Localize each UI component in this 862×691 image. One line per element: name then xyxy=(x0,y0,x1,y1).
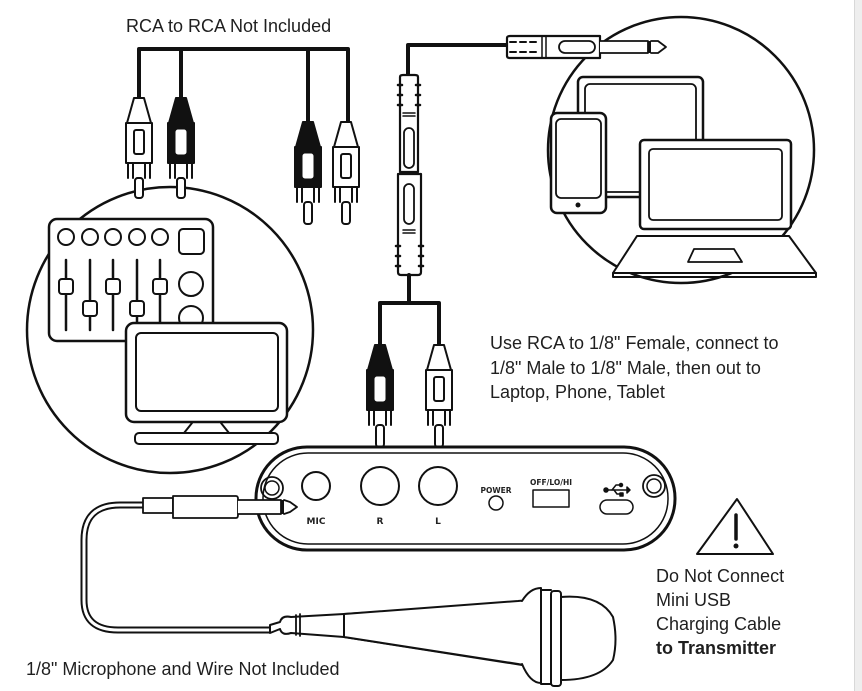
rca-plug-white-right-top xyxy=(332,121,360,225)
instruction-line-3: Laptop, Phone, Tablet xyxy=(490,382,665,402)
usb-icon xyxy=(603,482,631,497)
rca-to-rca-cable xyxy=(137,47,350,124)
rca-cable-note: RCA to RCA Not Included xyxy=(126,16,332,36)
screw-left-icon xyxy=(260,476,284,500)
rca-plug-white-left-top xyxy=(125,97,153,199)
right-port-label: R xyxy=(377,517,384,527)
transmitter-device: MIC R L POWER OFF/LO/HI xyxy=(254,445,677,552)
instruction-line-1: Use RCA to 1/8" Female, connect to xyxy=(490,333,779,353)
rca-plug-white-bottom xyxy=(425,344,453,448)
microphone-icon xyxy=(269,587,617,687)
warning-line-3: Charging Cable xyxy=(656,614,782,634)
laptop-icon xyxy=(612,138,817,278)
left-rca-jack[interactable] xyxy=(418,466,458,506)
audio-mixer-icon xyxy=(47,217,215,343)
power-led xyxy=(488,495,504,511)
eighth-inch-male-plug-top xyxy=(406,34,667,124)
rca-plug-black-right-top xyxy=(294,121,322,225)
power-label: POWER xyxy=(480,486,511,495)
mic-note: 1/8" Microphone and Wire Not Included xyxy=(26,659,340,679)
left-port-label: L xyxy=(435,517,441,527)
mic-jack[interactable] xyxy=(301,471,331,501)
phone-icon xyxy=(549,111,608,215)
mic-port-label: MIC xyxy=(307,517,326,527)
warning-line-4: to Transmitter xyxy=(656,638,777,658)
microphone-cable xyxy=(80,495,298,634)
power-switch[interactable] xyxy=(532,489,570,508)
warning-line-2: Mini USB xyxy=(656,590,732,610)
scrollbar[interactable] xyxy=(854,0,862,691)
instruction-line-2: 1/8" Male to 1/8" Male, then out to xyxy=(490,358,761,378)
micro-usb-port[interactable] xyxy=(599,499,634,515)
rca-to-eighth-inch-adapter xyxy=(378,73,441,347)
screw-right-icon xyxy=(642,474,666,498)
rca-plug-black-bottom xyxy=(366,344,394,448)
switch-label: OFF/LO/HI xyxy=(530,478,572,487)
warning-line-1: Do Not Connect xyxy=(656,566,785,586)
warning-icon xyxy=(696,498,774,555)
right-rca-jack[interactable] xyxy=(360,466,400,506)
monitor-icon xyxy=(124,321,289,445)
